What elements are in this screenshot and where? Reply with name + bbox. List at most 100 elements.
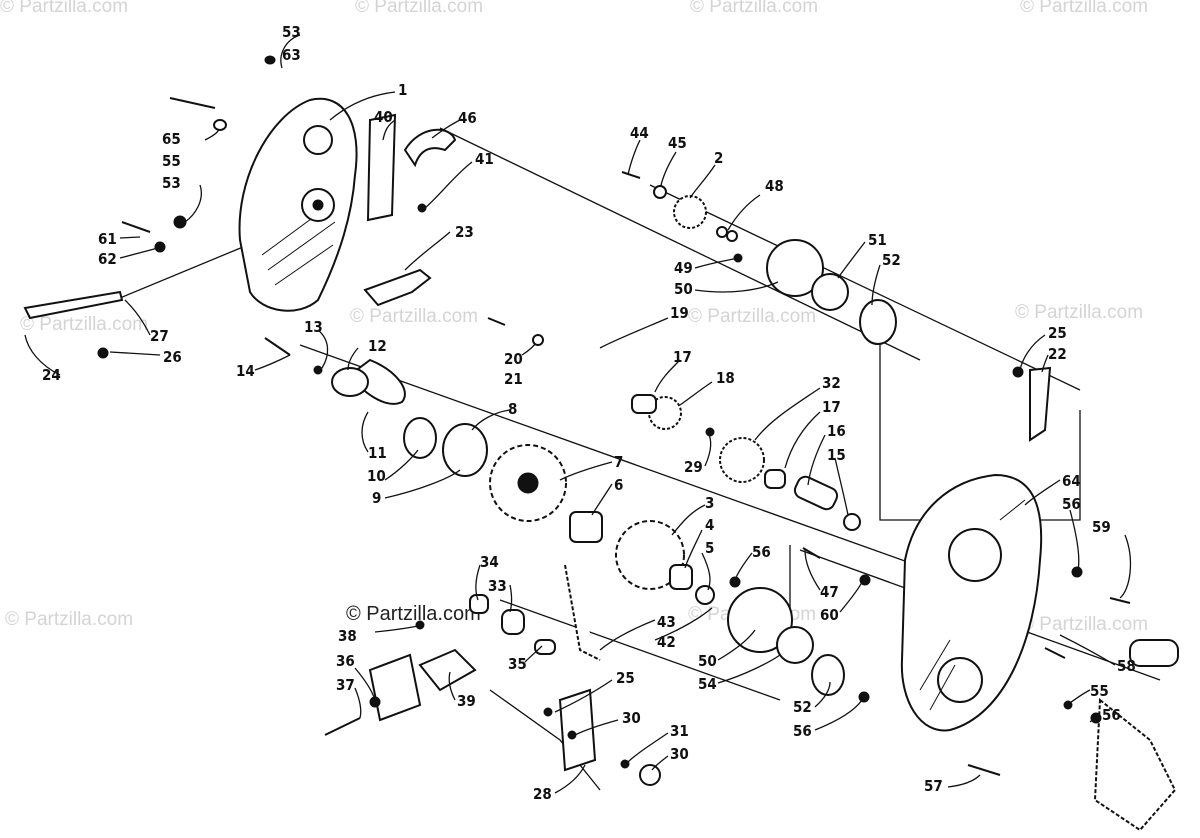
chaincase-housing-lower-bore: [937, 657, 983, 703]
leader-19: [599, 317, 669, 349]
callout-5: 5: [705, 539, 714, 557]
callout-24: 24: [42, 366, 61, 384]
callout-39: 39: [457, 692, 476, 710]
leader-1: [329, 91, 396, 121]
leader-50-lower: [717, 629, 756, 661]
leader-25-upper: [1019, 334, 1046, 371]
watermark-left-lower: © Partzilla.com: [5, 609, 133, 630]
leader-64: [1024, 479, 1061, 506]
bolt-47: [802, 547, 821, 559]
callout-22: 22: [1048, 345, 1067, 363]
callout-60: 60: [820, 606, 839, 624]
axis-line-top-shaft: [649, 184, 1081, 391]
washer-5: [695, 585, 715, 605]
callout-25-lower: 25: [616, 669, 635, 687]
leader-23: [404, 231, 451, 271]
callout-20: 20: [504, 350, 523, 368]
callout-2: 2: [714, 149, 723, 167]
pin-35: [534, 639, 556, 655]
callout-52-lower: 52: [793, 698, 812, 716]
nut-49: [733, 253, 743, 263]
ring-52-lower: [811, 654, 845, 696]
callout-46: 46: [458, 109, 477, 127]
bolt-14: [264, 337, 291, 356]
leader-54: [717, 654, 781, 684]
callout-13: 13: [304, 318, 323, 336]
leader-24: [24, 334, 61, 376]
leader-22: [1041, 354, 1049, 373]
leader-14: [254, 354, 291, 371]
nut-56-lower: [858, 691, 870, 703]
leader-40: [382, 119, 396, 141]
callout-1: 1: [398, 81, 407, 99]
callout-30-lower: 30: [670, 745, 689, 763]
callout-15: 15: [827, 446, 846, 464]
callout-8: 8: [508, 400, 517, 418]
axis-line-bolt: [489, 689, 601, 791]
washer-30-upper: [567, 730, 577, 740]
bolt-58-mount: [1044, 647, 1066, 659]
leader-45: [659, 151, 677, 191]
leader-41: [424, 161, 473, 209]
nut-25-upper: [1012, 366, 1024, 378]
leader-2: [689, 164, 716, 199]
roller-33: [501, 609, 525, 635]
leader-38: [374, 625, 419, 633]
leader-47: [804, 549, 821, 591]
watermark-center: © Partzilla.com: [346, 603, 481, 625]
callout-57: 57: [924, 777, 943, 795]
washer-55-lower: [1063, 700, 1073, 710]
bearing-4: [669, 564, 693, 590]
callout-33: 33: [488, 577, 507, 595]
bearing-17-lower: [764, 469, 786, 489]
callout-16: 16: [827, 422, 846, 440]
callout-56-lower: 56: [793, 722, 812, 740]
shift-lever-24: [23, 290, 124, 320]
callout-58: 58: [1117, 657, 1136, 675]
gear-3: [615, 520, 685, 590]
leader-52-lower: [814, 681, 831, 708]
callout-61: 61: [98, 230, 117, 248]
plate-40: [366, 113, 397, 222]
leader-17-upper: [654, 359, 681, 393]
chaincase-housing-shading: [919, 499, 1026, 711]
block-39: [418, 648, 477, 692]
output-sprocket: [1093, 697, 1177, 832]
leader-18: [679, 381, 713, 406]
chaincase-cover-hole: [312, 199, 324, 211]
chaincase-housing-outline: [900, 473, 1043, 732]
leader-30-lower: [651, 755, 669, 771]
callout-14: 14: [236, 362, 255, 380]
fasteners: [97, 55, 1131, 776]
leader-56-upper: [1069, 509, 1080, 571]
leader-30-upper: [574, 719, 619, 736]
washer-55: [213, 119, 227, 131]
callout-35: 35: [508, 655, 527, 673]
callout-37: 37: [336, 676, 355, 694]
pad-46: [403, 128, 457, 168]
callout-41: 41: [475, 150, 494, 168]
washer-31: [620, 759, 630, 769]
flange-50-lower: [727, 587, 793, 653]
leader-4: [684, 529, 703, 569]
callout-65: 65: [162, 130, 181, 148]
bolt-57: [967, 764, 1001, 776]
plate-36: [368, 653, 422, 722]
callout-48: 48: [765, 177, 784, 195]
axis-line-upper: [439, 127, 921, 361]
leader-17-lower: [784, 411, 821, 469]
leader-42: [654, 607, 713, 641]
leader-13: [317, 329, 329, 369]
sprocket-7-hub: [517, 472, 539, 494]
callout-51: 51: [868, 231, 887, 249]
washer-48a: [716, 226, 728, 238]
nut-25-lower: [543, 707, 553, 717]
washer-36: [369, 696, 381, 708]
leader-6: [591, 483, 613, 516]
bolt-61: [121, 221, 151, 233]
screw-41: [417, 203, 427, 213]
screw-38: [415, 620, 425, 630]
callout-10: 10: [367, 467, 386, 485]
hub-6: [569, 511, 603, 543]
leader-56-mid: [734, 552, 753, 581]
